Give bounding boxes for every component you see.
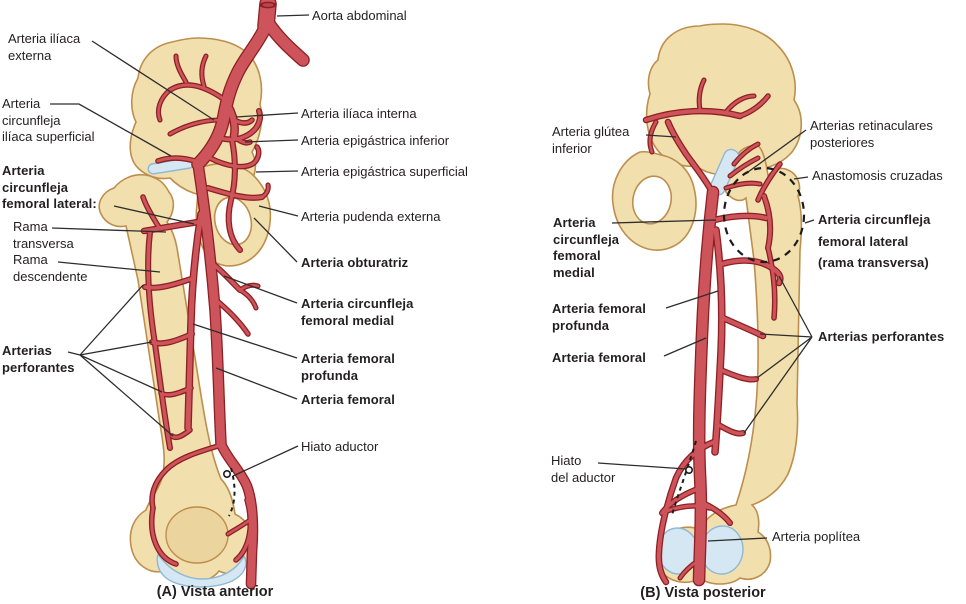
caption-vista-anterior: (A) Vista anterior <box>156 584 274 600</box>
anastomosis-dashed-circle <box>722 166 806 264</box>
label-rama-descendente: Rama descendente <box>13 252 88 284</box>
label-arterias-perforantes-b: Arterias perforantes <box>818 329 945 344</box>
hiatus-dashed-b <box>671 440 697 516</box>
label-arteria-epigastrica-superficial: Arteria epigástrica superficial <box>301 164 468 179</box>
panel-b-arteries <box>644 78 783 585</box>
label-arteria-circunfleja-femoral-lateral-a: Arteria circunfleja femoral lateral: <box>2 163 97 211</box>
label-arteria-femoral-profunda-b: Arteria femoral profunda <box>552 301 646 333</box>
label-arteria-obturatriz: Arteria obturatriz <box>301 255 409 270</box>
label-hiato-del-aductor: Hiato del aductor <box>551 453 616 485</box>
panel-b-bones <box>611 23 803 585</box>
leader-lines <box>50 14 815 542</box>
label-arteria-circunfleja-femoral-lateral-b: Arteria circunfleja femoral lateral (ram… <box>818 212 931 270</box>
hiatus-marker-b <box>684 465 693 474</box>
label-anastomosis-cruzadas: Anastomosis cruzadas <box>812 168 943 183</box>
label-rama-transversa: Rama transversa <box>13 219 74 251</box>
annotations <box>223 166 806 517</box>
label-arteria-femoral-b: Arteria femoral <box>552 350 646 365</box>
label-arterias-retinaculares-posteriores: Arterias retinaculares posteriores <box>810 118 933 150</box>
label-hiato-aductor: Hiato aductor <box>301 439 379 454</box>
label-arteria-poplitea: Arteria poplítea <box>772 529 861 544</box>
label-aorta-abdominal: Aorta abdominal <box>312 8 407 23</box>
hiatus-dashed-a <box>228 467 236 517</box>
label-arteria-iliaca-externa: Arteria ilíaca externa <box>8 31 81 63</box>
label-arteria-femoral-a: Arteria femoral <box>301 392 395 407</box>
panel-a-arteries <box>141 0 309 588</box>
label-arteria-circunfleja-iliaca-superficial: Arteria circunfleja ilíaca superficial <box>2 96 95 144</box>
label-arteria-epigastrica-inferior: Arteria epigástrica inferior <box>301 133 450 148</box>
hiatus-marker-a <box>223 469 232 478</box>
label-arteria-glutea-inferior: Arteria glútea inferior <box>552 124 630 156</box>
label-arteria-femoral-profunda-a: Arteria femoral profunda <box>301 351 395 383</box>
caption-vista-posterior: (B) Vista posterior <box>640 585 766 601</box>
label-arteria-circunfleja-femoral-medial-b: Arteria circunfleja femoral medial <box>553 215 620 280</box>
label-arteria-iliaca-interna: Arteria ilíaca interna <box>301 106 417 121</box>
label-arteria-pudenda-externa: Arteria pudenda externa <box>301 209 441 224</box>
label-arterias-perforantes-a: Arterias perforantes <box>2 343 75 375</box>
label-arteria-circunfleja-femoral-medial-a: Arteria circunfleja femoral medial <box>301 296 414 328</box>
